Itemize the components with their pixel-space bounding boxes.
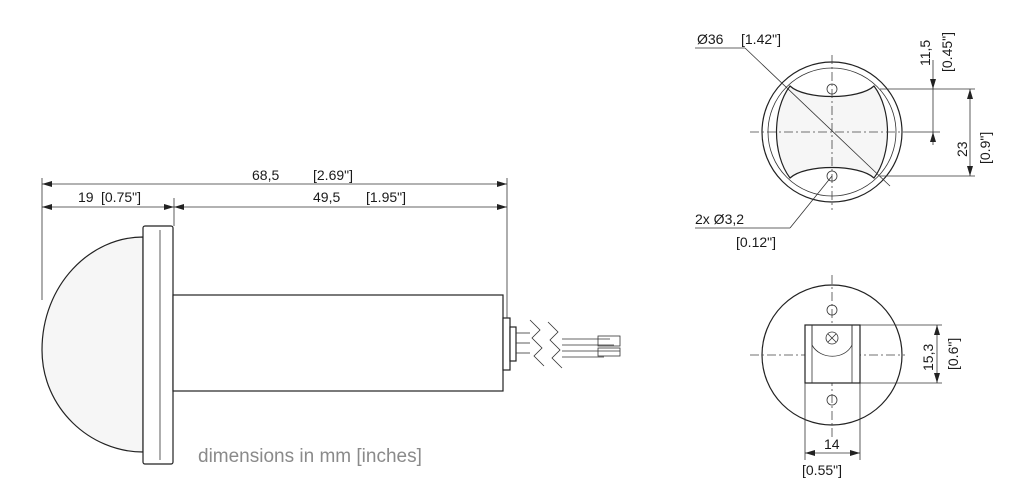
dome-lens: [41, 236, 144, 453]
connector: [502, 317, 511, 371]
units-note: dimensions in mm [inches]: [198, 446, 422, 467]
dim-diameter-value: Ø36: [697, 31, 724, 47]
dim-width-inches: [0.55"]: [802, 462, 842, 478]
dim-diameter-inches: [1.42"]: [741, 31, 781, 47]
dim-dome-tube: 19 [0.75"] 49,5 [1.95"]: [42, 189, 507, 226]
dim-height-inches: [0.6"]: [945, 338, 961, 370]
dim-dome-value: 19: [78, 189, 94, 205]
front-hole-bottom: [826, 170, 838, 182]
side-view: 68,5 [2.69"] 19 [0.75"] 49,5 [1.95"]: [41, 167, 621, 465]
dim-spacing-value: 23: [954, 141, 970, 157]
flange: [142, 225, 174, 465]
dim-width-value: 14: [824, 436, 840, 452]
dim-tube-inches: [1.95"]: [366, 189, 406, 205]
screw-icon: [825, 331, 839, 345]
dim-dome-inches: [0.75"]: [101, 189, 141, 205]
rear-connector-block: [804, 324, 861, 384]
dim-offset-inches: [0.45"]: [939, 32, 955, 72]
dim-offset-value: 11,5: [917, 40, 933, 66]
dim-height-value: 15,3: [920, 344, 936, 371]
front-view: Ø36 [1.42"] 2x Ø3,2 [0.12"] 11,5 [0.45"]…: [695, 31, 993, 250]
dim-spacing-inches: [0.9"]: [977, 132, 993, 164]
dim-overall-value: 68,5: [252, 167, 279, 183]
rear-view: 15,3 [0.6"] 14 [0.55"]: [750, 275, 961, 478]
dim-holes-inches: [0.12"]: [736, 234, 776, 250]
dim-overall-inches: [2.69"]: [313, 167, 353, 183]
rear-hole-bottom: [826, 394, 838, 406]
dim-overall-length: 68,5 [2.69"]: [41, 167, 508, 318]
cable-wires: [516, 319, 621, 369]
tube-body: [172, 294, 504, 392]
dim-holes-value: 2x Ø3,2: [695, 211, 744, 227]
dim-tube-value: 49,5: [313, 189, 340, 205]
front-hole-top: [826, 83, 838, 95]
rear-hole-top: [826, 304, 838, 316]
